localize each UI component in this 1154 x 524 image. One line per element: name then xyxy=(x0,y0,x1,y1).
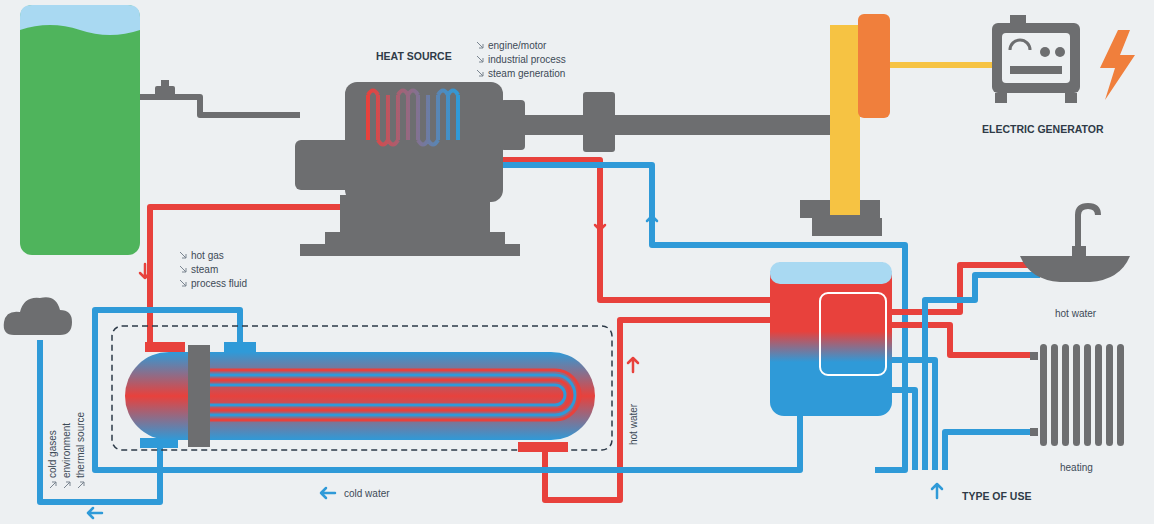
flow-label: hot water xyxy=(628,404,640,445)
radiator-fin xyxy=(1117,344,1124,446)
radiator-fin xyxy=(1073,344,1080,446)
heading: TYPE OF USE xyxy=(962,490,1031,502)
use-label: heating xyxy=(1060,462,1093,474)
bullet-item: hot gas xyxy=(191,250,224,262)
use-label: hot water xyxy=(1055,308,1096,320)
radiator-fin xyxy=(1062,344,1069,446)
bullet-item: process fluid xyxy=(191,278,247,290)
bullet-item: industrial process xyxy=(488,54,566,66)
radiator-fin xyxy=(1051,344,1058,446)
bullet-item: steam xyxy=(191,264,218,276)
heading: ELECTRIC GENERATOR xyxy=(982,123,1104,135)
vertical-note: thermal source xyxy=(75,412,87,478)
vertical-note: environment xyxy=(61,423,73,478)
radiator-fin xyxy=(1095,344,1102,446)
radiator-fin xyxy=(1084,344,1091,446)
vertical-note: cold gases xyxy=(47,430,59,478)
flow-label: cold water xyxy=(344,488,390,500)
bullet-item: engine/motor xyxy=(488,40,546,52)
radiator-fin xyxy=(1106,344,1113,446)
bullet-item: steam generation xyxy=(488,68,565,80)
heading: HEAT SOURCE xyxy=(376,50,452,62)
radiator-fin xyxy=(1040,344,1047,446)
